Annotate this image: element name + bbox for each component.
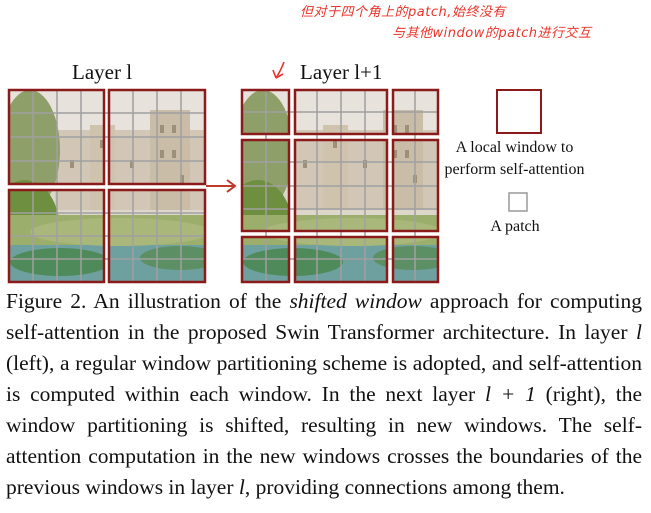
transition-arrow (206, 179, 237, 193)
caption-part2: approach for computing self-attention in… (6, 289, 642, 344)
layer-l-title: Layer l (72, 60, 133, 84)
caption-part4: (right), the window partitioning is shif… (6, 382, 642, 499)
layer-l1-title: Layer l+1 (300, 60, 383, 84)
legend-window-line2: perform self-attention (444, 161, 585, 178)
handwritten-annotation-line2: 与其他window的patch进行交互 (392, 26, 592, 41)
right-patch-grid (242, 90, 438, 282)
legend-window-line1: A local window to (455, 139, 574, 156)
caption-part5: , providing connections among them. (244, 475, 565, 499)
caption-var-l1: l + 1 (485, 382, 536, 406)
left-patch-grid (9, 90, 205, 282)
caption-emphasis: shifted window (289, 289, 422, 313)
left-windows (7, 88, 207, 284)
caption-prefix: Figure 2. An illustration of the (6, 289, 290, 313)
caption-var-l: l (636, 320, 642, 344)
legend-patch-label: A patch (490, 218, 540, 235)
legend-window-label: A local window to perform self-attention (432, 137, 597, 181)
legend-window-box (496, 89, 542, 134)
figure-caption: Figure 2. An illustration of the shifted… (6, 286, 642, 503)
handwritten-annotation-line1: 但对于四个角上的patch,始终没有 (300, 5, 506, 20)
right-windows (240, 88, 440, 284)
caption-paragraph: Figure 2. An illustration of the shifted… (6, 286, 642, 503)
legend-patch-box (508, 192, 528, 212)
handwritten-arrow (272, 61, 285, 79)
caption-part3: (left), a regular window partitioning sc… (6, 351, 642, 406)
caption-var-l2: l (238, 475, 245, 499)
